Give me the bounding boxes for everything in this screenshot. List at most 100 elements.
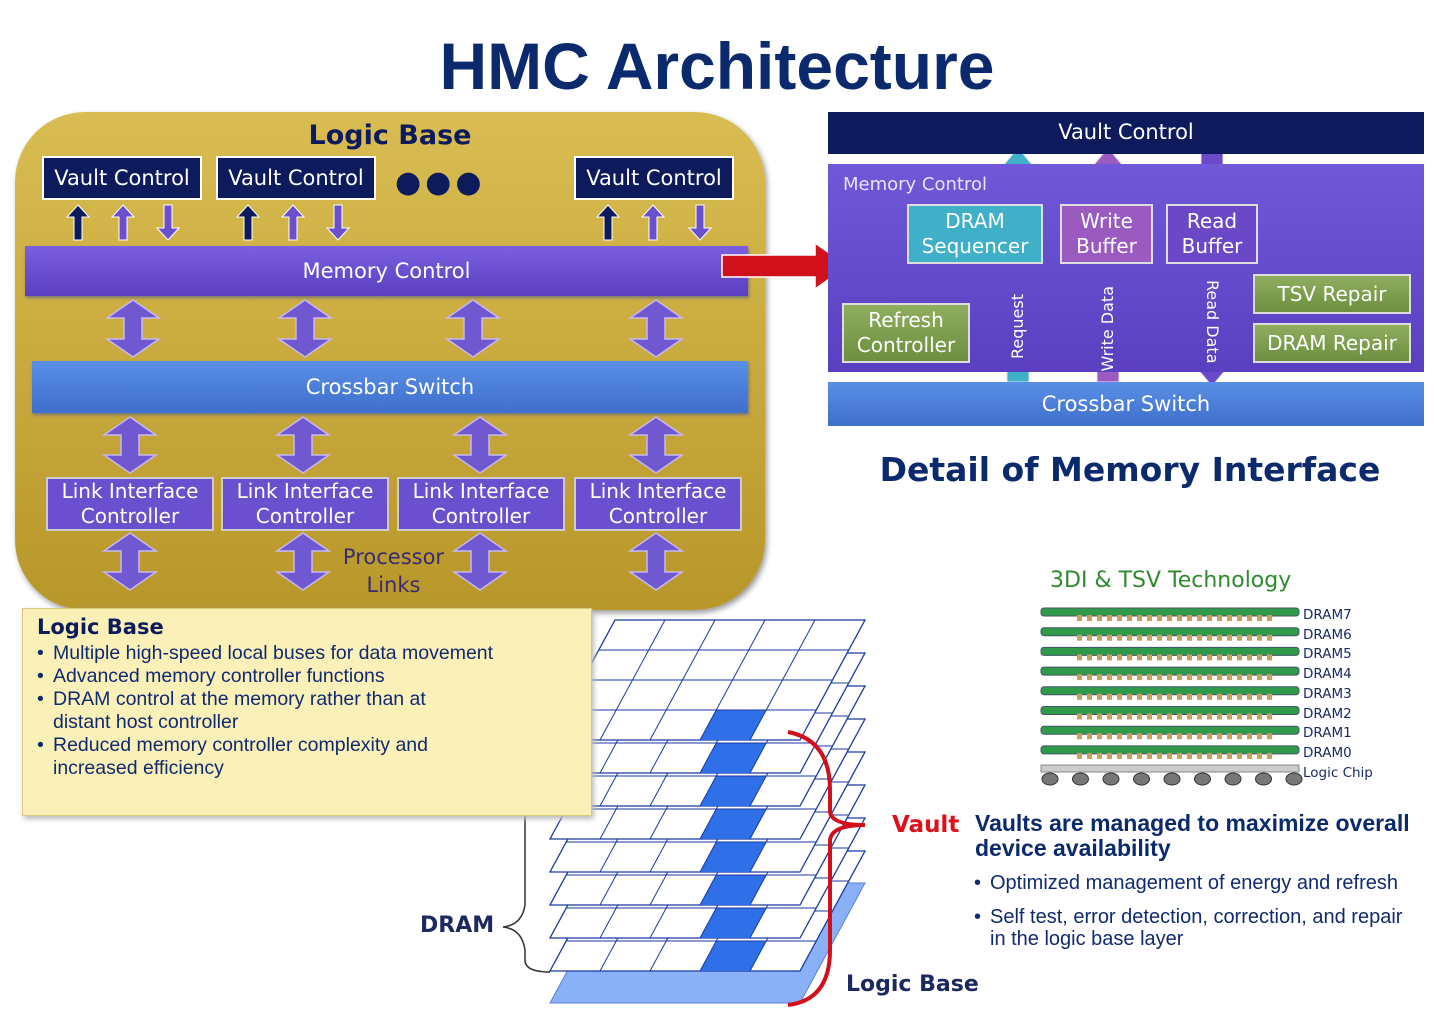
tsv-via — [1157, 752, 1162, 759]
tsv-via — [1097, 615, 1102, 621]
tsv-via — [1157, 693, 1162, 700]
tsv-via — [1157, 615, 1162, 621]
tsv-via — [1107, 713, 1112, 720]
callout-heading: Logic Base — [37, 615, 164, 639]
tsv-via — [1177, 634, 1182, 641]
dram-die — [1040, 725, 1300, 735]
tsv-via — [1137, 752, 1142, 759]
tsv-via — [1077, 634, 1082, 641]
tsv-via — [1077, 615, 1082, 621]
tsv-via — [1247, 674, 1252, 681]
tsv-via — [1257, 713, 1262, 720]
tsv-via — [1227, 615, 1232, 621]
solder-bump-icon — [1102, 772, 1120, 786]
callout-bullet: Advanced memory controller functions — [35, 665, 575, 688]
tsv-via — [1107, 674, 1112, 681]
double-arrow-icon — [104, 299, 162, 358]
tsv-via — [1147, 615, 1152, 621]
double-arrow-icon — [274, 532, 332, 591]
tsv-via — [1097, 634, 1102, 641]
tsv-via — [1167, 713, 1172, 720]
page-title: HMC Architecture — [439, 29, 995, 103]
tsv-via — [1127, 733, 1132, 740]
tsv-via — [1167, 693, 1172, 700]
read-data-label: Read Data — [1203, 280, 1222, 364]
tsv-via — [1127, 752, 1132, 759]
tsv-via — [1217, 733, 1222, 740]
tsv-via — [1127, 713, 1132, 720]
logic-base-callout: Logic Base Multiple high-speed local bus… — [22, 608, 592, 816]
tsv-via — [1257, 733, 1262, 740]
tsv-via — [1107, 654, 1112, 661]
tsv-via — [1187, 693, 1192, 700]
tsv-heading: 3DI & TSV Technology — [1050, 568, 1292, 593]
tsv-via — [1087, 733, 1092, 740]
tsv-via — [1267, 713, 1272, 720]
tsv-via — [1137, 615, 1142, 621]
tsv-via — [1107, 752, 1112, 759]
tsv-logic-chip-label: Logic Chip — [1303, 764, 1373, 781]
vault-control-3: Vault Control — [574, 156, 734, 200]
tsv-via — [1177, 654, 1182, 661]
solder-bump-icon — [1194, 772, 1211, 786]
solder-bump-icon — [1224, 772, 1242, 786]
tsv-via — [1167, 733, 1172, 740]
tsv-via — [1097, 713, 1102, 720]
tsv-via — [1197, 634, 1202, 641]
double-arrow-icon — [101, 416, 159, 474]
vault-control-2: Vault Control — [216, 156, 376, 200]
tsv-via — [1207, 752, 1212, 759]
tsv-via — [1247, 654, 1252, 661]
crossbar-switch-bar: Crossbar Switch — [32, 361, 748, 413]
write-data-label: Write Data — [1098, 286, 1117, 372]
arrow-up-icon — [280, 204, 306, 241]
dram-label: DRAM — [420, 913, 495, 938]
tsv-via — [1187, 713, 1192, 720]
dram-die — [1040, 607, 1300, 617]
double-arrow-icon — [627, 299, 685, 358]
ellipsis-icon: ●●● — [395, 165, 486, 200]
tsv-via — [1197, 674, 1202, 681]
tsv-via — [1217, 752, 1222, 759]
arrow-up-icon — [110, 204, 136, 241]
tsv-via — [1207, 733, 1212, 740]
tsv-via — [1177, 693, 1182, 700]
tsv-via — [1107, 634, 1112, 641]
arrow-up-icon — [65, 204, 91, 241]
tsv-via — [1237, 634, 1242, 641]
tsv-via — [1237, 693, 1242, 700]
tsv-via — [1257, 654, 1262, 661]
tsv-via — [1227, 634, 1232, 641]
vault-cell — [700, 842, 767, 872]
tsv-via — [1157, 674, 1162, 681]
tsv-via — [1207, 713, 1212, 720]
tsv-via — [1117, 713, 1122, 720]
tsv-via — [1187, 615, 1192, 621]
tsv-via — [1227, 733, 1232, 740]
tsv-via — [1137, 674, 1142, 681]
vault-cell — [700, 809, 767, 839]
tsv-via — [1177, 674, 1182, 681]
tsv-via — [1137, 713, 1142, 720]
detail-memory-control-label: Memory Control — [843, 174, 987, 195]
tsv-via — [1107, 733, 1112, 740]
tsv-via — [1107, 693, 1112, 700]
tsv-via — [1237, 674, 1242, 681]
tsv-via — [1217, 674, 1222, 681]
tsv-via — [1087, 615, 1092, 621]
tsv-via — [1077, 733, 1082, 740]
vault-cell — [700, 710, 767, 740]
detail-crossbar: Crossbar Switch — [828, 382, 1424, 426]
link-interface-controller-1: Link Interface Controller — [46, 477, 214, 531]
tsv-via — [1247, 693, 1252, 700]
tsv-layer-label: DRAM7 — [1303, 607, 1352, 623]
tsv-via — [1207, 634, 1212, 641]
tsv-via — [1187, 654, 1192, 661]
tsv-layer-label: DRAM1 — [1303, 725, 1352, 742]
tsv-via — [1217, 693, 1222, 700]
double-arrow-icon — [451, 416, 509, 474]
logic-base-heading: Logic Base — [308, 120, 472, 151]
tsv-via — [1227, 693, 1232, 700]
solder-bump-icon — [1072, 772, 1089, 786]
dram-repair-box: DRAM Repair — [1253, 323, 1411, 363]
